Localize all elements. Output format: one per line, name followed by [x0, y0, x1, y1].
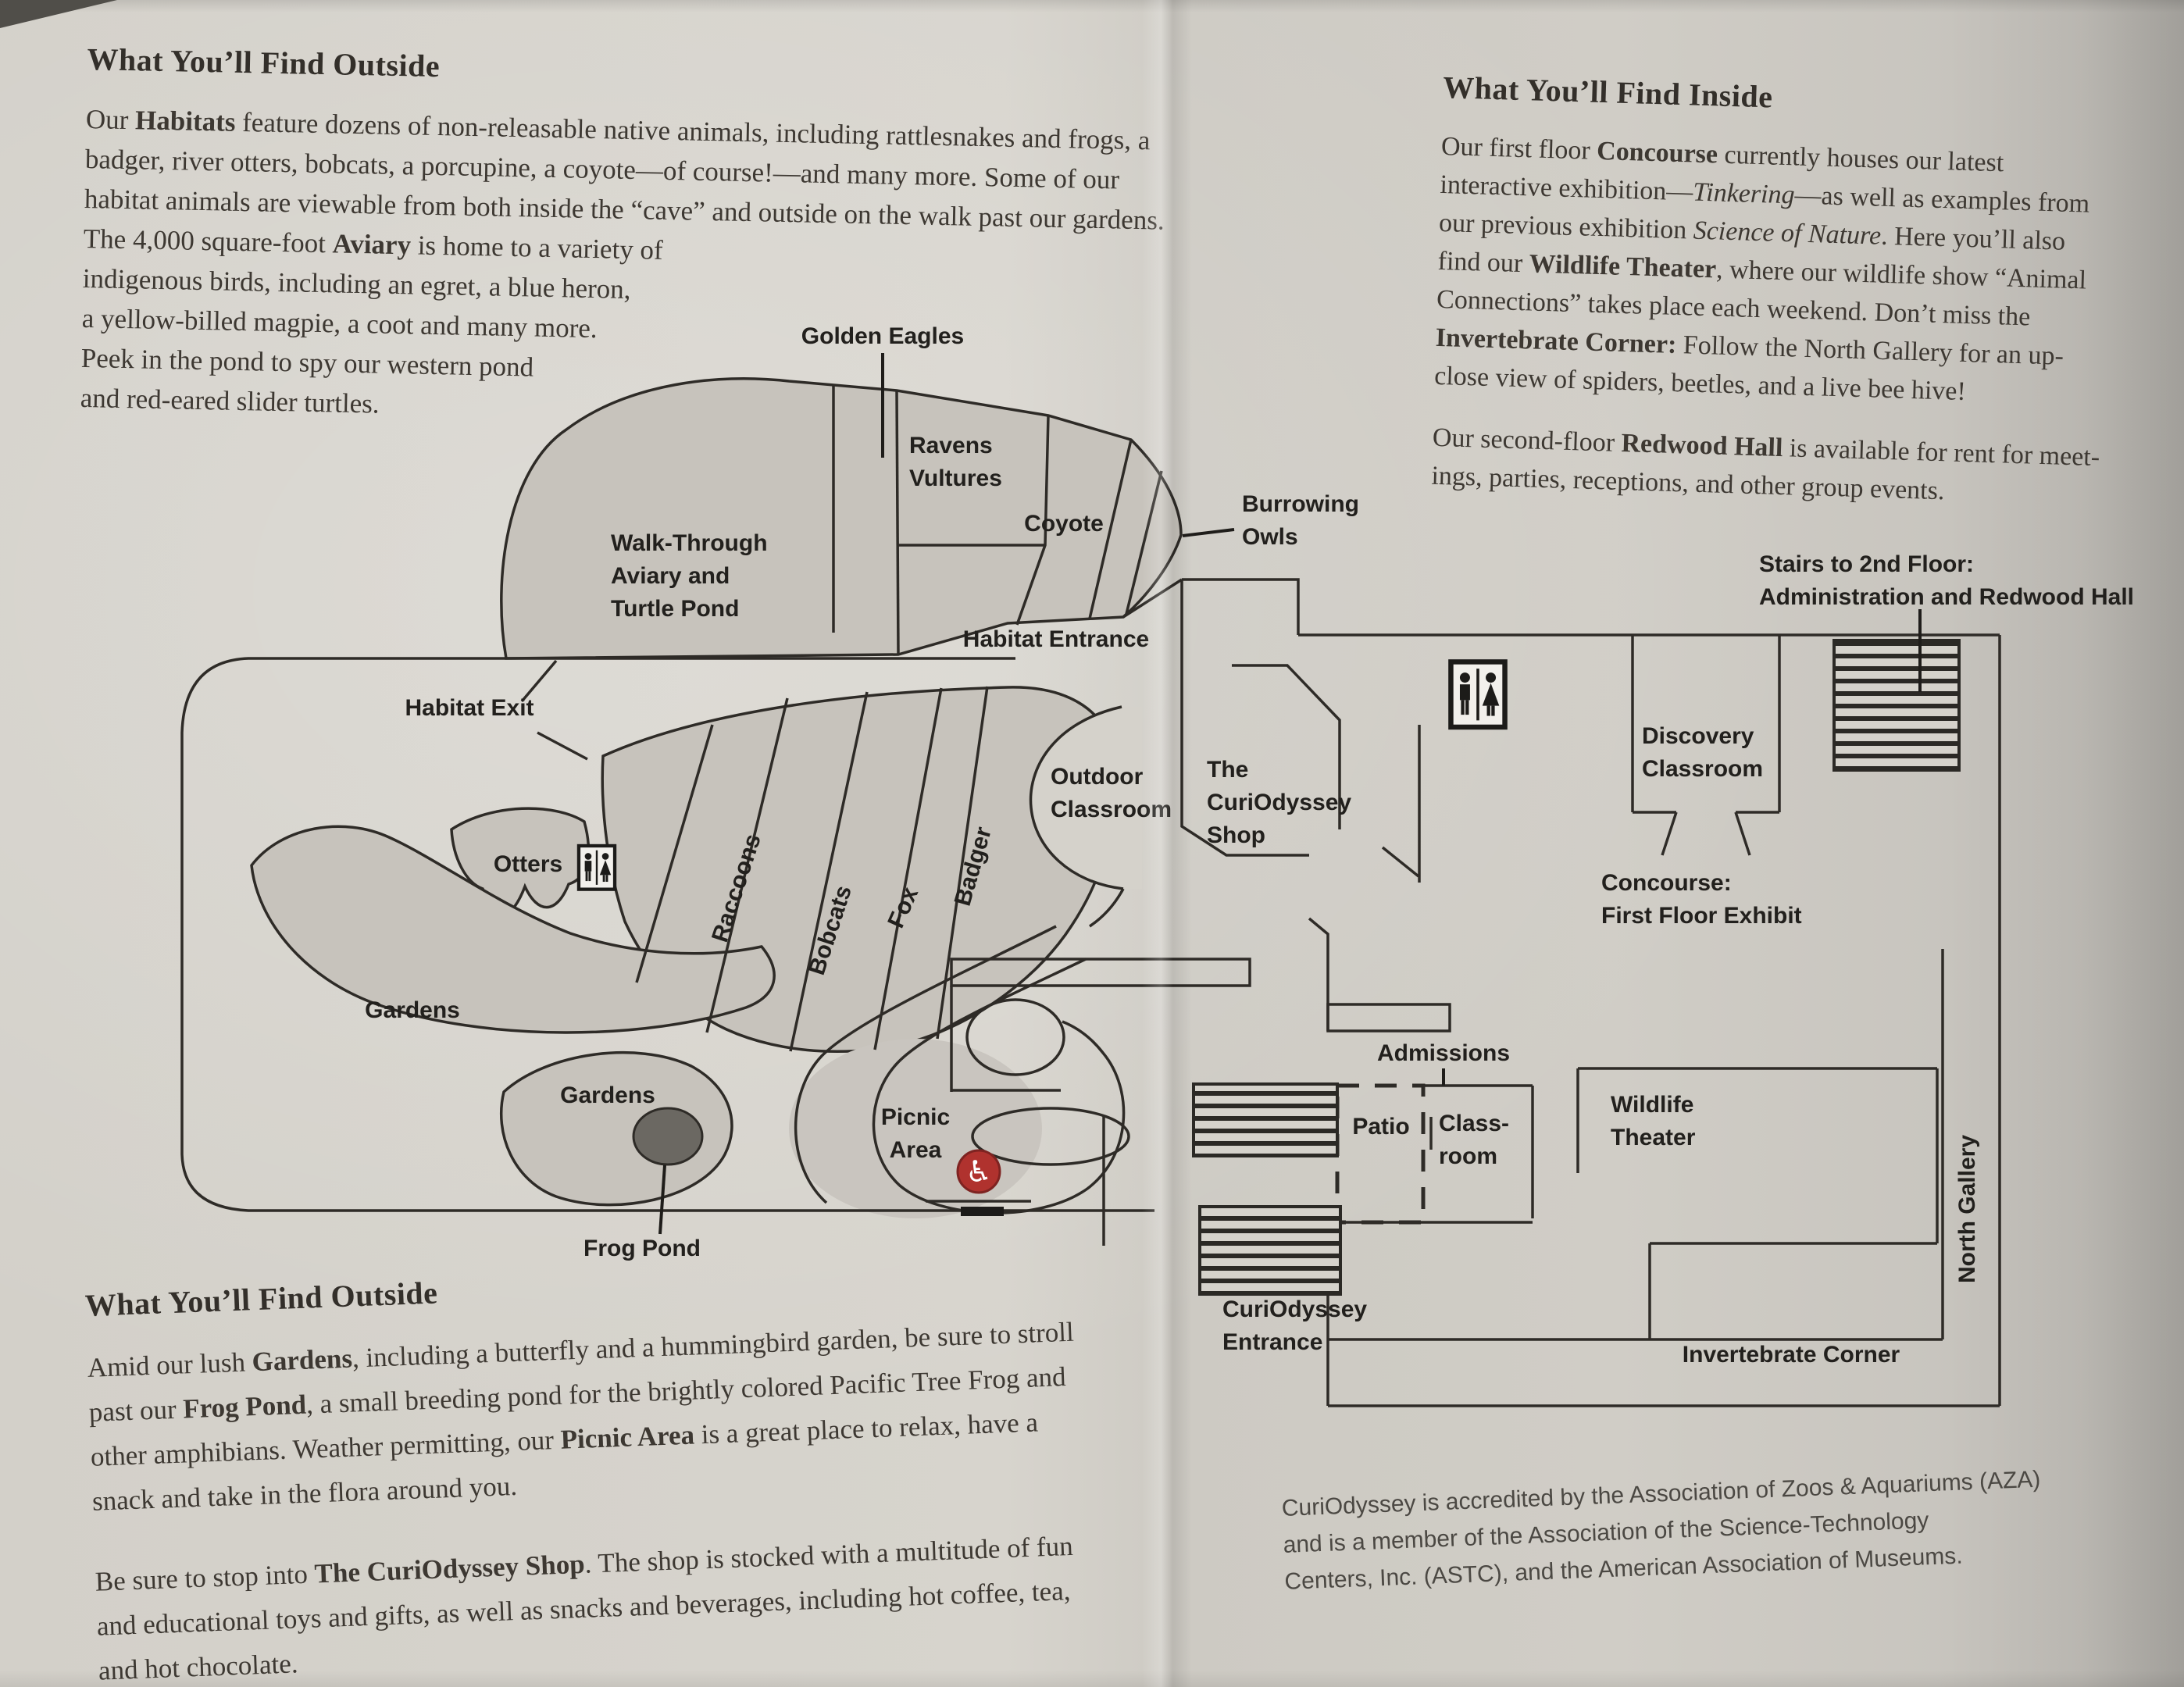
leader-frog-pond	[658, 1164, 666, 1235]
section-outside-bottom: What You’ll Find Outside Amid our lush G…	[84, 1251, 1086, 1687]
restroom-icon	[579, 846, 615, 890]
outside-top-paragraph: Our Habitats feature dozens of non-relea…	[80, 99, 1166, 440]
map-label-admissions: Admissions	[1377, 1040, 1510, 1066]
svg-text:♿: ♿	[965, 1154, 992, 1189]
habitat-perimeter	[180, 657, 1154, 1212]
gardens-small-area	[500, 1050, 733, 1207]
outdoor-classroom-wall	[1029, 705, 1124, 890]
map-label-golden-eagles: Golden Eagles	[801, 323, 964, 349]
ramp-mark	[961, 1207, 1004, 1216]
divider-wedge-3	[789, 691, 869, 1052]
map-label-frog-pond: Frog Pond	[583, 1236, 701, 1261]
wildlife-theater-walls	[1576, 1067, 1939, 1339]
loop-stem	[1089, 888, 1125, 928]
divider-wedge-1	[635, 724, 714, 983]
entrance-deck-hatch-2	[1198, 1205, 1342, 1296]
frog-pond-shape	[632, 1107, 704, 1166]
inside-paragraph-1: Our first floor Concourse currently hous…	[1434, 127, 2109, 415]
shop-interior-wall	[1232, 664, 1341, 829]
divider-ravens-coyote	[1015, 415, 1050, 626]
leader-burrowing-owls	[1182, 528, 1235, 537]
connector-to-building	[1122, 578, 1183, 619]
map-label-habitat-entrance: Habitat Entrance	[963, 626, 1149, 652]
patio-dashed-outline	[1335, 1083, 1426, 1225]
ramp-walkway	[950, 958, 1251, 987]
map-label-habitat-exit: Habitat Exit	[405, 695, 534, 721]
habitat-exit-wall-2	[537, 731, 588, 761]
picnic-loop-inner	[872, 958, 1126, 1214]
planter-oval-2	[971, 1107, 1130, 1166]
wheelchair-accessible-icon: ♿	[956, 1149, 1001, 1194]
habitat-exit-wall-1	[520, 659, 558, 703]
interior-door-mark	[1381, 846, 1420, 878]
divider-burrowing-owls	[1125, 470, 1163, 615]
entrance-deck-hatch-1	[1192, 1082, 1339, 1157]
classroom-walls	[1320, 1084, 1534, 1224]
divider-wedge-2	[705, 697, 789, 1033]
section-outside-top: What You’ll Find Outside Our Habitats fe…	[80, 41, 1167, 440]
outdoor-classroom-area	[1030, 707, 1142, 889]
map-label-classroom: Class-room	[1439, 1111, 1509, 1169]
outside-bottom-paragraph-1: Amid our lush Gardens, including a butte…	[87, 1310, 1080, 1524]
map-label-concourse-first-floor: Concourse:First Floor Exhibit	[1601, 870, 1802, 929]
discovery-door-flare	[1661, 811, 1751, 856]
shop-left-wall	[1180, 580, 1309, 857]
map-label-invertebrate-corner: Invertebrate Corner	[1683, 1342, 1900, 1368]
picnic-loop-outer	[794, 925, 1057, 1204]
map-label-coyote: Coyote	[1024, 511, 1104, 537]
map-label-otters: Otters	[494, 851, 562, 877]
leader-lines	[658, 353, 1922, 1235]
stairs-hatch	[1832, 639, 1961, 772]
divider-wedge-4	[873, 687, 943, 1050]
building-top-left-jog	[1182, 578, 1300, 635]
section-inside: What You’ll Find Inside Our first floor …	[1431, 69, 2111, 515]
aviary-upper-wing-area	[500, 377, 1183, 660]
map-label-stairs-to-2nd-floor: Stairs to 2nd Floor:Administration and R…	[1759, 551, 2134, 610]
admissions-stem-wall	[1308, 917, 1329, 1031]
divider-goldeneagles-ravens	[895, 390, 900, 655]
map-label-gardens-2: Gardens	[560, 1082, 655, 1108]
gardens-crescent-area	[250, 825, 776, 1034]
admissions-desk	[1326, 1003, 1451, 1033]
map-label-north-gallery: North Gallery	[1954, 1135, 1980, 1283]
map-label-gardens-1: Gardens	[365, 997, 460, 1023]
planter-oval-1	[965, 998, 1065, 1076]
restroom-icon	[1451, 662, 1504, 727]
building-walls	[1180, 578, 2001, 1407]
divider-coyote-right	[1088, 439, 1133, 619]
walkway-outlines	[180, 385, 1251, 1246]
map-label-patio: Patio	[1352, 1114, 1409, 1140]
